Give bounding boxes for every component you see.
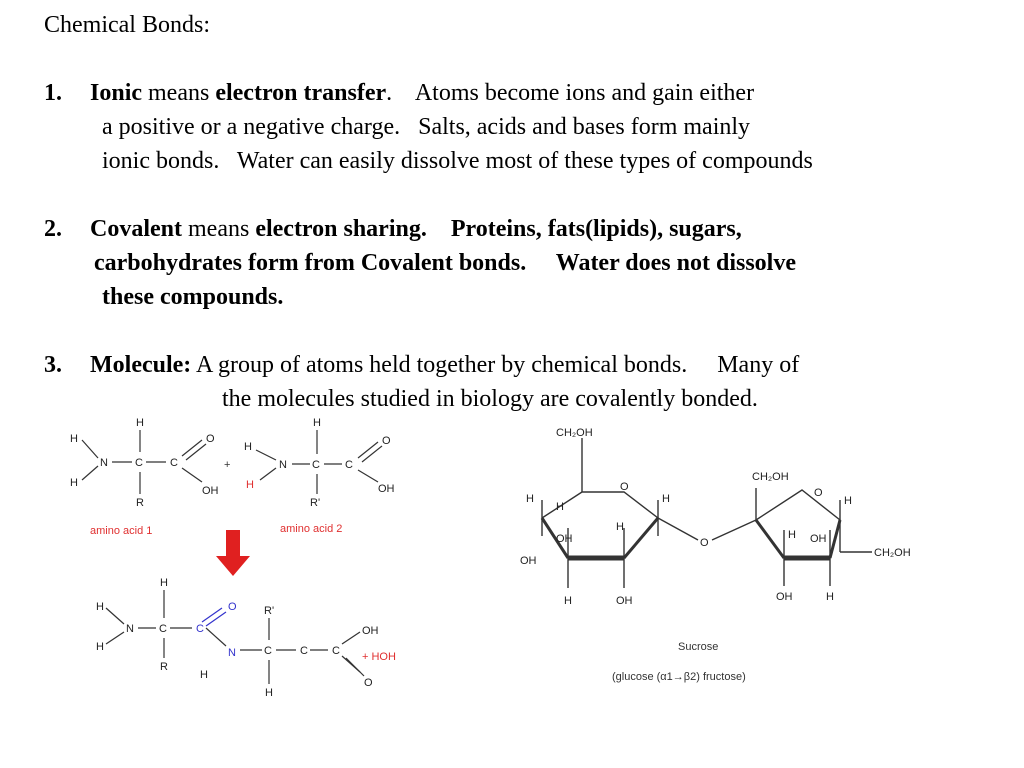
atom-c: C <box>345 459 353 471</box>
item-2-line-1: 2. Covalent means electron sharing. Prote… <box>44 212 742 246</box>
ring-oxygen: O <box>814 487 823 499</box>
oh-label: OH <box>810 533 827 545</box>
atom-n: N <box>126 623 134 635</box>
atom-o-blue: O <box>228 601 237 613</box>
h-label: H <box>564 595 572 607</box>
item-2-line-3: these compounds. <box>102 284 284 310</box>
atom-c: C <box>159 623 167 635</box>
atom-r: R <box>136 497 144 509</box>
atom-r: R <box>160 661 168 673</box>
atom-h: H <box>70 433 78 445</box>
water-label: + HOH <box>362 651 396 663</box>
oh-label: OH <box>556 533 573 545</box>
atom-c: C <box>264 645 272 657</box>
item-1-key: electron transfer <box>215 80 387 106</box>
item-1-line-1: 1. Ionic means electron transfer. Atoms b… <box>44 76 754 110</box>
heading: Chemical Bonds: <box>44 12 210 38</box>
atom-oh: OH <box>362 625 379 637</box>
item-3-line-1: 3. Molecule: A group of atoms held togeth… <box>44 348 799 382</box>
h-label: H <box>662 493 670 505</box>
atom-c: C <box>312 459 320 471</box>
oh-label: OH <box>616 595 633 607</box>
atom-h: H <box>136 417 144 429</box>
sucrose-figure: CH₂OH O H H H OH H OH H OH O CH₂OH O H H… <box>520 427 911 683</box>
ch2oh-label: CH₂OH <box>874 547 911 559</box>
plus-sign: + <box>224 459 230 471</box>
link-oxygen: O <box>700 537 709 549</box>
item-1-term: Ionic <box>90 80 143 106</box>
amino-acid-figure: H H H N C C O OH R + H H H N C C O OH R'… <box>70 417 396 699</box>
atom-oh: OH <box>378 483 395 495</box>
atom-o: O <box>382 435 391 447</box>
item-2-means: means <box>182 216 256 242</box>
item-1-rest: . Atoms become ions and gain either <box>386 80 755 106</box>
item-3-rest: A group of atoms held together by chemic… <box>191 352 800 378</box>
atom-h: H <box>265 687 273 699</box>
atom-r-prime: R' <box>310 497 320 509</box>
item-2-line-2: carbohydrates form from Covalent bonds. … <box>94 250 796 276</box>
item-2-rest: Proteins, fats(lipids), sugars, <box>426 216 742 242</box>
atom-oh: OH <box>202 485 219 497</box>
reaction-arrow-icon <box>216 530 250 576</box>
item-3-number: 3. <box>44 352 62 378</box>
amino-acid-1-label: amino acid 1 <box>90 525 152 537</box>
atom-n: N <box>100 457 108 469</box>
item-1-means: means <box>142 80 216 106</box>
h-label: H <box>526 493 534 505</box>
ch2oh-label: CH₂OH <box>556 427 593 439</box>
oh-label: OH <box>776 591 793 603</box>
atom-h: H <box>200 669 208 681</box>
atom-c: C <box>170 457 178 469</box>
item-1-line-3: ionic bonds. Water can easily dissolve m… <box>102 148 813 174</box>
atom-r-prime: R' <box>264 605 274 617</box>
ch2oh-label: CH₂OH <box>752 471 789 483</box>
atom-o: O <box>364 677 373 689</box>
item-2-key: electron sharing. <box>255 216 427 242</box>
sucrose-subcaption: (glucose (α1→β2) fructose) <box>612 671 746 683</box>
atom-c-blue: C <box>196 623 204 635</box>
atom-c: C <box>135 457 143 469</box>
h-label: H <box>616 521 624 533</box>
atom-n: N <box>279 459 287 471</box>
atom-h: H <box>96 641 104 653</box>
atom-h-red: H <box>246 479 254 491</box>
atom-o: O <box>206 433 215 445</box>
atom-h: H <box>244 441 252 453</box>
item-2-term: Covalent <box>90 216 182 242</box>
atom-h: H <box>160 577 168 589</box>
sucrose-caption: Sucrose <box>678 641 718 653</box>
item-2-number: 2. <box>44 216 62 242</box>
atom-h: H <box>96 601 104 613</box>
atom-n-blue: N <box>228 647 236 659</box>
oh-label: OH <box>520 555 537 567</box>
h-label: H <box>788 529 796 541</box>
item-1-number: 1. <box>44 80 62 106</box>
h-label: H <box>556 501 564 513</box>
atom-c: C <box>300 645 308 657</box>
atom-c: C <box>332 645 340 657</box>
amino-acid-2-label: amino acid 2 <box>280 523 342 535</box>
item-1-line-2: a positive or a negative charge. Salts, … <box>102 114 751 140</box>
h-label: H <box>826 591 834 603</box>
atom-h: H <box>70 477 78 489</box>
item-3-term: Molecule: <box>90 352 192 378</box>
ring-oxygen: O <box>620 481 629 493</box>
atom-h: H <box>313 417 321 429</box>
item-3-line-2: the molecules studied in biology are cov… <box>222 386 758 412</box>
h-label: H <box>844 495 852 507</box>
